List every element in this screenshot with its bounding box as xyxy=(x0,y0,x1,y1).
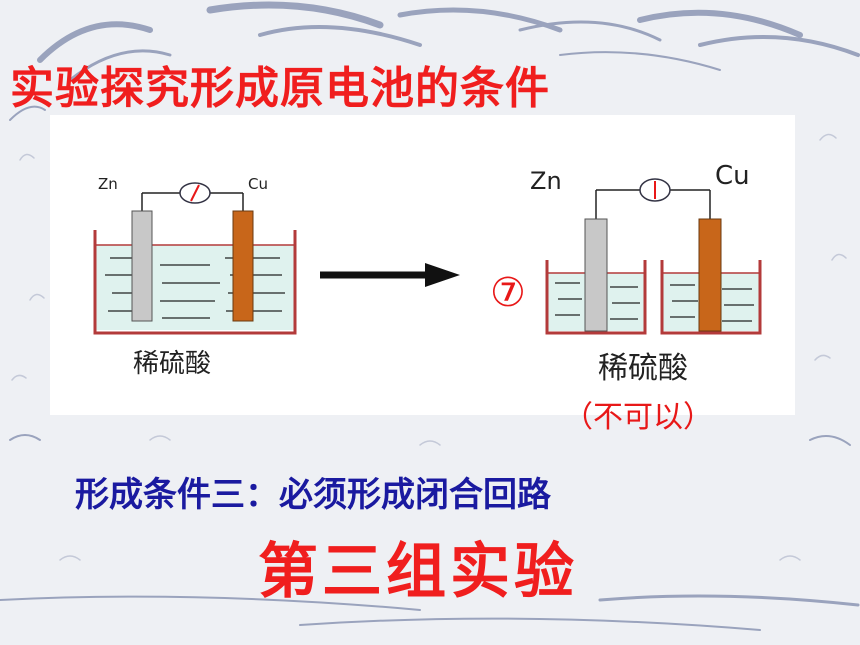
arrow xyxy=(320,263,460,287)
right-zn-label: Zn xyxy=(530,167,562,195)
right-beaker-a xyxy=(545,260,647,335)
left-beaker xyxy=(93,230,297,335)
right-copper-electrode xyxy=(698,218,722,332)
condition-text: 形成条件三：必须形成闭合回路 xyxy=(75,475,551,515)
left-copper-electrode xyxy=(232,210,254,322)
diagram-drawing xyxy=(93,178,762,335)
experiment-number: ⑦ xyxy=(490,270,526,316)
right-setup xyxy=(545,178,762,335)
left-solution-label: 稀硫酸 xyxy=(133,349,212,379)
group-title: 第三组实验 xyxy=(258,537,578,607)
left-cu-label: Cu xyxy=(248,175,268,193)
left-liquid xyxy=(95,245,295,330)
left-zinc-electrode xyxy=(131,210,153,322)
right-solution-label: 稀硫酸 xyxy=(598,351,688,386)
left-setup xyxy=(93,182,297,335)
right-beaker-b xyxy=(660,260,762,335)
page-title: 实验探究形成原电池的条件 xyxy=(10,63,550,114)
experiment-diagram: Zn Cu 稀硫酸 Zn Cu ⑦ 稀硫酸 xyxy=(50,115,795,415)
right-zinc-electrode xyxy=(584,218,608,332)
left-zn-label: Zn xyxy=(98,175,118,193)
result-note: （不可以） xyxy=(563,400,713,435)
right-cu-label: Cu xyxy=(715,161,750,191)
right-liquid-lines xyxy=(555,282,754,322)
